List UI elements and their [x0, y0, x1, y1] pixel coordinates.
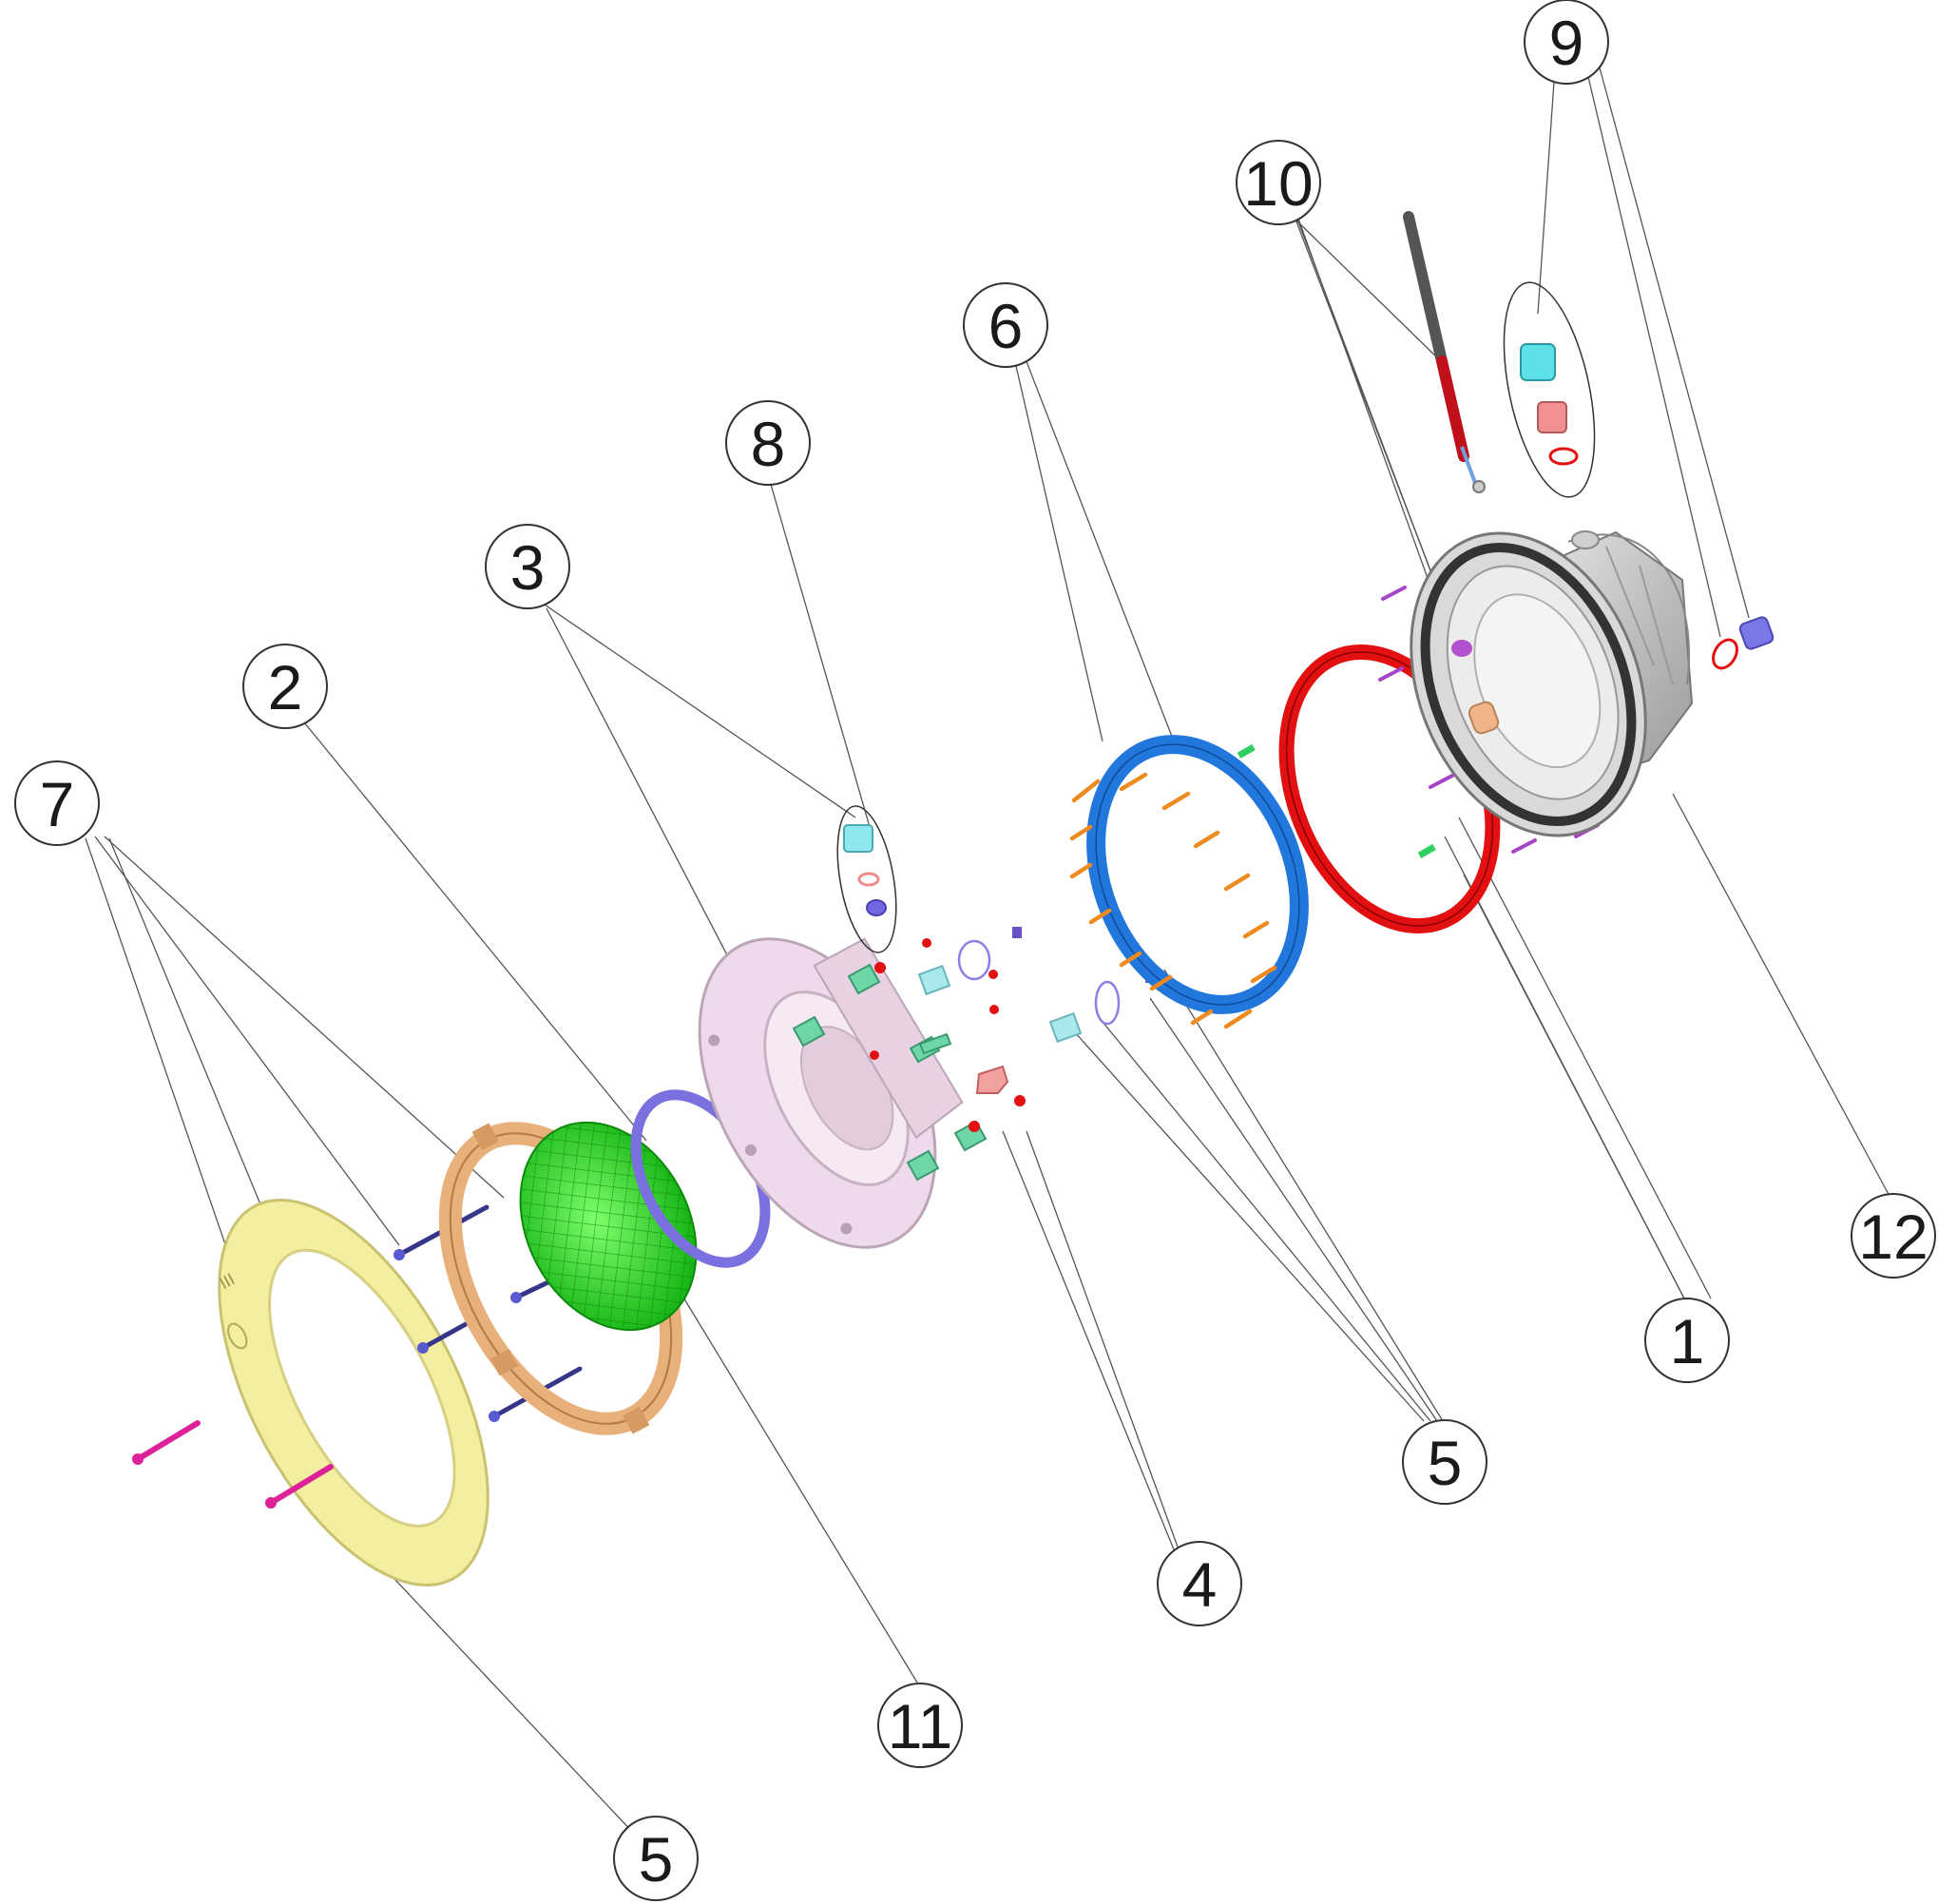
- callout-8: 8: [725, 400, 811, 486]
- flange-screws: [1069, 772, 1277, 1029]
- lamp-lens: [519, 1121, 698, 1332]
- callout-9-label: 9: [1549, 8, 1584, 78]
- callout-2: 2: [242, 644, 328, 729]
- callout-7-label: 7: [40, 769, 75, 839]
- bezel-ring: III: [217, 1199, 489, 1587]
- callout-6-label: 6: [988, 291, 1024, 361]
- callout-12-label: 12: [1858, 1202, 1928, 1272]
- callout-5b-label: 5: [639, 1824, 674, 1894]
- callout-12: 12: [1851, 1193, 1936, 1279]
- lamp-holder: [698, 937, 964, 1249]
- callout-4: 4: [1157, 1541, 1242, 1626]
- callout-5-bottom: 5: [613, 1816, 699, 1901]
- callout-3: 3: [485, 524, 570, 609]
- callout-11: 11: [877, 1683, 963, 1768]
- housing-niche: [1410, 530, 1694, 837]
- callout-6: 6: [963, 282, 1048, 368]
- retaining-clips: [792, 963, 988, 1182]
- callout-7: 7: [14, 760, 100, 846]
- green-pin: [1237, 743, 1256, 759]
- gland-nut-kit: [1503, 281, 1596, 498]
- callout-9: 9: [1524, 0, 1609, 85]
- callout-3-label: 3: [510, 532, 546, 603]
- small-o-ring-1: [957, 939, 991, 981]
- callout-1-label: 1: [1670, 1306, 1705, 1376]
- gland-kit-group: [836, 805, 897, 953]
- callout-10-label: 10: [1243, 148, 1313, 219]
- callout-8-label: 8: [751, 409, 786, 479]
- cable-gland-nuts: [917, 964, 1083, 1044]
- seal-dots: [870, 938, 1026, 1132]
- side-plug: [1738, 616, 1775, 650]
- side-o-ring: [1712, 638, 1738, 670]
- callout-5a-label: 5: [1428, 1428, 1463, 1498]
- callout-4-label: 4: [1182, 1549, 1218, 1620]
- callout-10: 10: [1236, 140, 1321, 225]
- earth-clip: [975, 1065, 1009, 1094]
- long-screws: [135, 1420, 334, 1506]
- small-purple-nut-1: [1012, 927, 1022, 938]
- small-o-ring-2: [1094, 980, 1121, 1026]
- callout-1: 1: [1644, 1298, 1730, 1383]
- callout-5-right: 5: [1402, 1419, 1487, 1505]
- callout-11-label: 11: [888, 1691, 953, 1761]
- cable: [1403, 211, 1486, 493]
- callout-2-label: 2: [268, 652, 303, 722]
- green-pin-2: [1417, 843, 1436, 858]
- leader-lines: [85, 40, 1892, 1836]
